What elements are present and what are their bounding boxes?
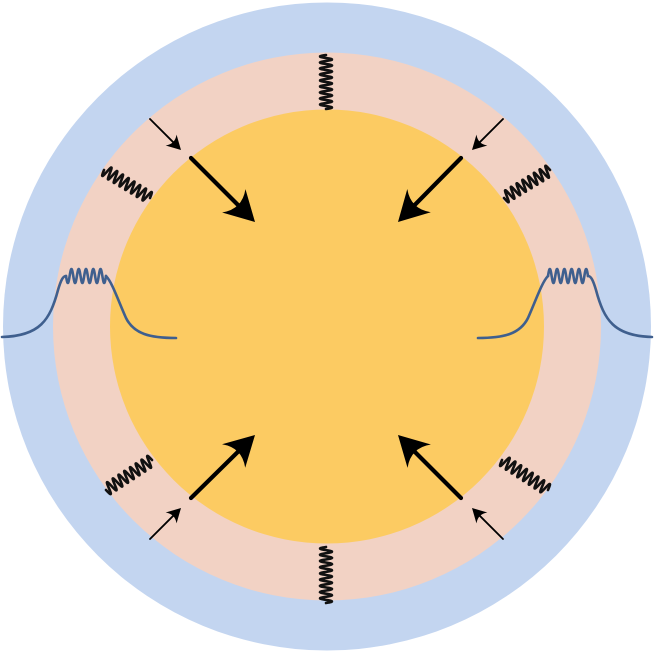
arrow-large-upper-left-head	[222, 189, 255, 222]
wave-profile-left-left-flank	[0, 274, 68, 339]
arrow-small-upper-left-shaft	[149, 118, 175, 144]
arrow-small-lower-right	[472, 508, 504, 540]
arrows-group	[149, 118, 504, 540]
arrow-large-lower-left	[188, 435, 255, 501]
arrow-large-upper-left	[188, 155, 255, 222]
arrow-small-upper-right-shaft	[478, 118, 504, 144]
wave-profile-right	[476, 267, 654, 340]
spring-bottom	[318, 545, 334, 605]
wave-profile-right-left-flank	[586, 274, 654, 339]
wave-profile-left-right-flank	[104, 274, 178, 340]
spring-upper-right	[502, 164, 552, 204]
springs-group	[100, 53, 552, 605]
arrow-large-upper-right-shaft	[410, 155, 464, 210]
arrow-large-lower-left-shaft	[188, 447, 243, 501]
arrow-small-lower-left-shaft	[149, 514, 175, 540]
spring-upper-left	[100, 166, 154, 202]
spring-lower-left	[104, 454, 154, 496]
wave-profile-right-coil	[546, 267, 590, 285]
arrow-small-lower-left-head	[165, 508, 181, 524]
arrow-small-upper-right-head	[472, 134, 488, 150]
arrow-large-lower-left-head	[222, 435, 255, 468]
wave-profile-right-right-flank	[476, 274, 550, 340]
arrow-large-upper-right	[398, 155, 464, 222]
arrow-small-lower-left	[149, 508, 181, 540]
wave-profile-left-coil	[64, 267, 108, 285]
core-disc	[110, 109, 544, 544]
arrow-large-lower-right-head	[398, 435, 431, 468]
spring-top	[318, 53, 334, 111]
arrow-small-upper-right	[472, 118, 504, 150]
arrow-large-lower-right-shaft	[410, 447, 464, 501]
spring-lower-right	[498, 456, 552, 494]
arrow-large-lower-right	[398, 435, 464, 501]
wave-profiles-group	[0, 267, 654, 340]
arrow-large-upper-right-head	[398, 189, 431, 222]
arrow-small-lower-right-shaft	[478, 514, 504, 540]
arrow-large-upper-left-shaft	[188, 155, 243, 210]
wave-profile-left	[0, 267, 178, 340]
arrow-small-upper-left	[149, 118, 181, 150]
arrow-small-lower-right-head	[472, 508, 488, 524]
arrow-small-upper-left-head	[165, 134, 181, 150]
